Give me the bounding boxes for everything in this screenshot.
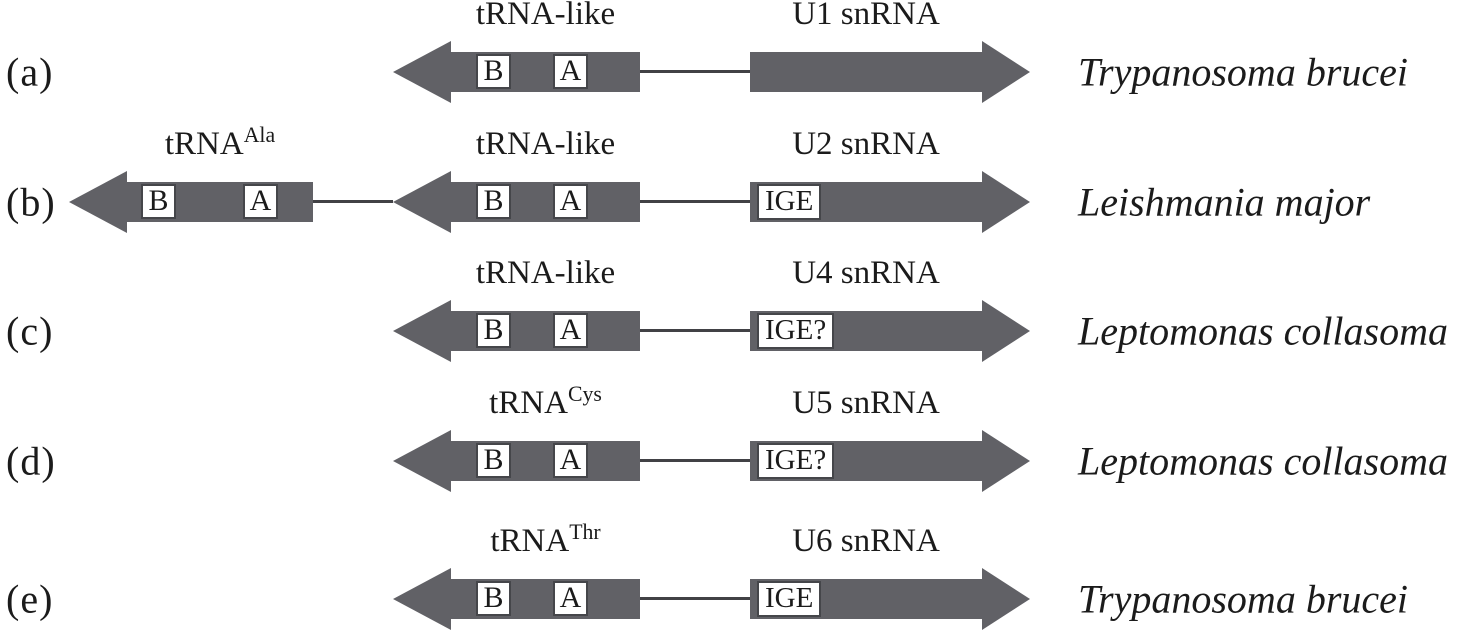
species-label: Trypanosoma brucei (1078, 576, 1408, 622)
intergenic-line (313, 200, 393, 203)
arrow-head-left-icon (393, 171, 451, 233)
species-label: Leishmania major (1078, 179, 1371, 225)
arrow-head-right-icon (982, 568, 1030, 630)
species-label: Leptomonas collasoma (1078, 308, 1448, 354)
panel-label: (a) (6, 49, 54, 95)
trna-gene-label: tRNA-like (475, 0, 616, 32)
arrow-head-right-icon (982, 41, 1030, 103)
intergenic-line (640, 329, 750, 332)
arrow-head-left-icon (393, 300, 451, 362)
arrow-head-right-icon (982, 300, 1030, 362)
box-b: B (476, 184, 511, 219)
trna-ala-label-sup: Ala (243, 123, 276, 147)
panel-row-c: (c) tRNA-like B A U4 snRNA IGE? Leptomon… (0, 255, 1462, 397)
box-a: A (553, 581, 588, 616)
snrna-gene-label: U1 snRNA (792, 0, 940, 32)
snrna-gene-label: U2 snRNA (792, 126, 940, 162)
trna-label-base: tRNA (490, 523, 570, 559)
box-b: B (141, 184, 176, 219)
species-label: Trypanosoma brucei (1078, 49, 1408, 95)
trna-label-sup: Thr (569, 520, 601, 544)
arrow-body (750, 52, 982, 92)
box-a: A (553, 313, 588, 348)
arrow-head-right-icon (982, 430, 1030, 492)
panel-row-a: (a) tRNA-like B A U1 snRNA Trypanosoma b… (0, 0, 1462, 138)
snrna-gene-label: U5 snRNA (792, 385, 940, 421)
panel-label: (e) (6, 576, 54, 622)
ige-box: IGE? (757, 313, 835, 349)
ige-box: IGE? (757, 443, 835, 479)
arrow-head-left-icon (69, 171, 127, 233)
trna-gene-label: tRNA-like (475, 255, 616, 291)
box-a: A (553, 443, 588, 478)
intergenic-line (640, 200, 750, 203)
intergenic-line (640, 597, 750, 600)
trna-label-base: tRNA (489, 385, 568, 421)
trna-gene-label: tRNA-like (475, 126, 616, 162)
arrow-head-left-icon (393, 430, 451, 492)
panel-label: (b) (6, 179, 56, 225)
box-b: B (476, 54, 511, 89)
arrow-head-right-icon (982, 171, 1030, 233)
arrow-head-left-icon (393, 568, 451, 630)
ige-box: IGE (757, 184, 822, 220)
trna-label-sup: Cys (567, 382, 602, 406)
trna-ala-label-base: tRNA (164, 126, 244, 162)
panel-row-b: (b) tRNAAla B A tRNA-like B A U2 snRNA I… (0, 124, 1462, 268)
species-label: Leptomonas collasoma (1078, 438, 1448, 484)
panel-row-e: (e) tRNAThr B A U6 snRNA IGE Trypanosoma… (0, 521, 1462, 633)
intergenic-line (640, 459, 750, 462)
intergenic-line (640, 70, 750, 73)
box-a: A (553, 184, 588, 219)
box-a: A (243, 184, 278, 219)
box-b: B (476, 313, 511, 348)
trna-ala-gene-label: tRNAAla (127, 123, 313, 162)
snrna-gene-label: U6 snRNA (792, 523, 940, 559)
snrna-gene-label: U4 snRNA (792, 255, 940, 291)
panel-label: (d) (6, 438, 56, 484)
ige-box: IGE (757, 581, 822, 617)
box-b: B (476, 443, 511, 478)
trna-gene-label: tRNAThr (451, 520, 640, 559)
box-b: B (476, 581, 511, 616)
box-a: A (553, 54, 588, 89)
arrow-head-left-icon (393, 41, 451, 103)
trna-gene-label: tRNACys (451, 382, 640, 421)
panel-row-d: (d) tRNACys B A U5 snRNA IGE? Leptomonas… (0, 383, 1462, 527)
panel-label: (c) (6, 308, 54, 354)
